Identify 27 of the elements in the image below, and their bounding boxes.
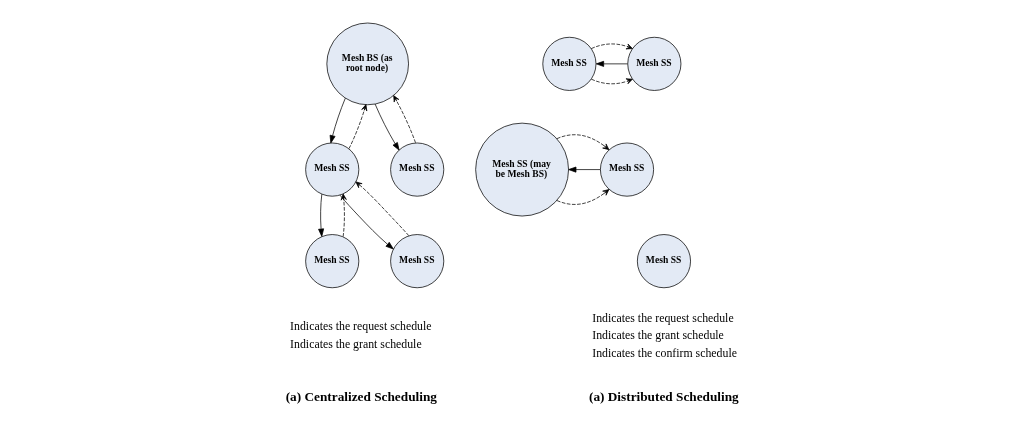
arrow [392, 95, 416, 144]
arrow [590, 78, 633, 85]
arrow [355, 181, 409, 237]
arrow [374, 103, 399, 151]
arrow [595, 60, 628, 67]
node-circle: Mesh SS [541, 36, 596, 91]
node-circle: Mesh SS [636, 234, 691, 289]
legend-label: Indicates the request schedule [289, 319, 431, 334]
arrow [348, 104, 367, 149]
label: (a) Distributed Scheduling [588, 389, 739, 405]
arrow [329, 97, 346, 144]
legend-label: Indicates the grant schedule [289, 337, 422, 352]
arrow [556, 134, 609, 151]
legend-label: Indicates the confirm schedule [591, 346, 737, 361]
arrow [340, 193, 347, 237]
arrow [590, 43, 633, 50]
arrow [567, 166, 601, 173]
arrow [317, 193, 324, 237]
legend-label: Indicates the grant schedule [591, 328, 724, 343]
node-circle: Mesh SS [304, 234, 359, 289]
node-circle: Mesh SS (may be Mesh BS) [474, 122, 569, 217]
legend-label: Indicates the request schedule [591, 310, 734, 325]
label: (a) Centralized Scheduling [285, 389, 437, 405]
arrow [339, 194, 394, 250]
arrow [556, 189, 609, 205]
node-circle: Mesh SS [304, 142, 359, 197]
node-circle: Mesh SS [389, 234, 444, 289]
